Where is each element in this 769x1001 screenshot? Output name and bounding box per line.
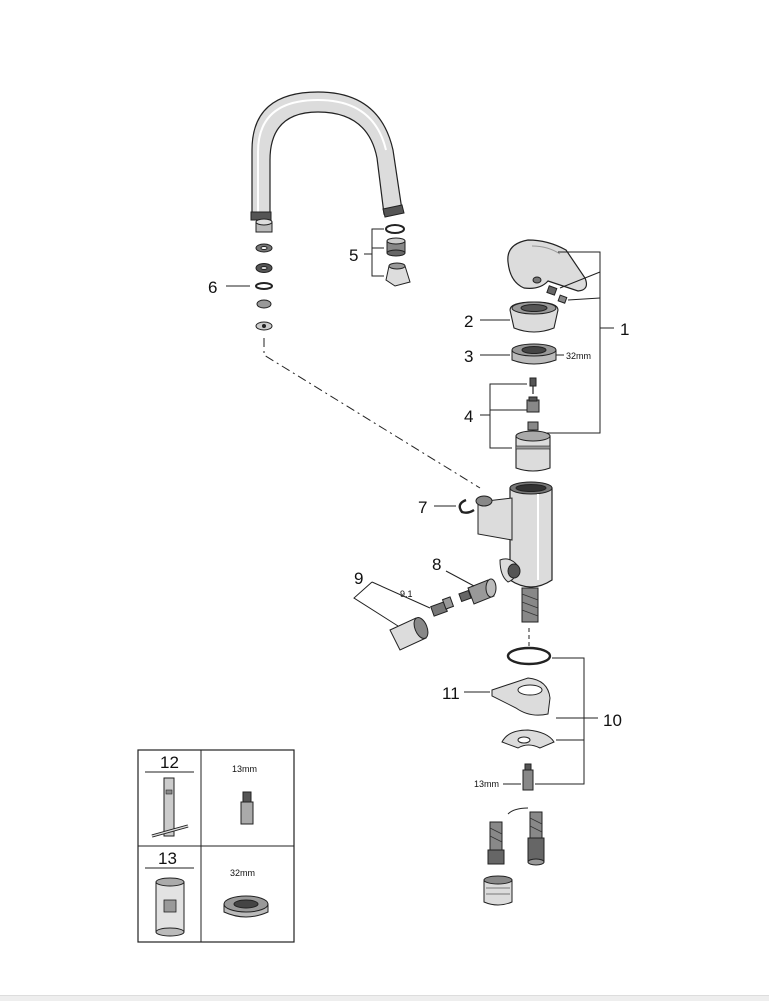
horseshoe-washer <box>501 729 555 749</box>
cartridge-parts <box>515 377 551 472</box>
threaded-stud <box>522 763 534 791</box>
callout-3: 3 <box>464 347 473 366</box>
side-cap <box>389 617 429 651</box>
tool-13-number: 13 <box>158 849 177 868</box>
tool-13-size: 32mm <box>230 868 255 878</box>
side-adapter <box>458 578 497 605</box>
mixer-body <box>475 481 553 588</box>
retaining-clip <box>458 498 475 514</box>
supply-hoses <box>483 807 545 906</box>
support-bracket <box>491 677 551 716</box>
callout-1: 1 <box>620 320 629 339</box>
side-connector <box>430 596 455 617</box>
handle-lever <box>507 239 588 304</box>
retaining-nut <box>511 343 557 365</box>
callout-2: 2 <box>464 312 473 331</box>
aerator-parts <box>385 224 411 287</box>
callout-5: 5 <box>349 246 358 265</box>
spout <box>250 91 405 221</box>
callout-11: 11 <box>442 684 460 703</box>
callout-4: 4 <box>464 407 473 426</box>
tool-12-size: 13mm <box>232 764 257 774</box>
callout-10: 10 <box>603 711 622 730</box>
tool-12-number: 12 <box>160 753 179 772</box>
page-footer-band <box>0 995 769 1001</box>
spout-connection-parts <box>255 218 273 331</box>
hex-key-tool <box>151 777 189 838</box>
callout-9-1: 9.1 <box>400 589 413 599</box>
callout-7: 7 <box>418 498 427 517</box>
callout-8: 8 <box>432 555 441 574</box>
socket-tool <box>155 877 185 937</box>
nut-13mm-icon <box>240 791 254 825</box>
callout-9: 9 <box>354 569 363 588</box>
stud-size-label: 13mm <box>474 779 499 789</box>
tool-table: 12 13mm 13 32mm <box>137 749 295 943</box>
nut-size-label: 32mm <box>566 351 591 361</box>
cover-cap <box>509 301 559 333</box>
nut-32mm-icon <box>223 895 269 918</box>
o-ring <box>506 646 552 666</box>
callout-6: 6 <box>208 278 217 297</box>
